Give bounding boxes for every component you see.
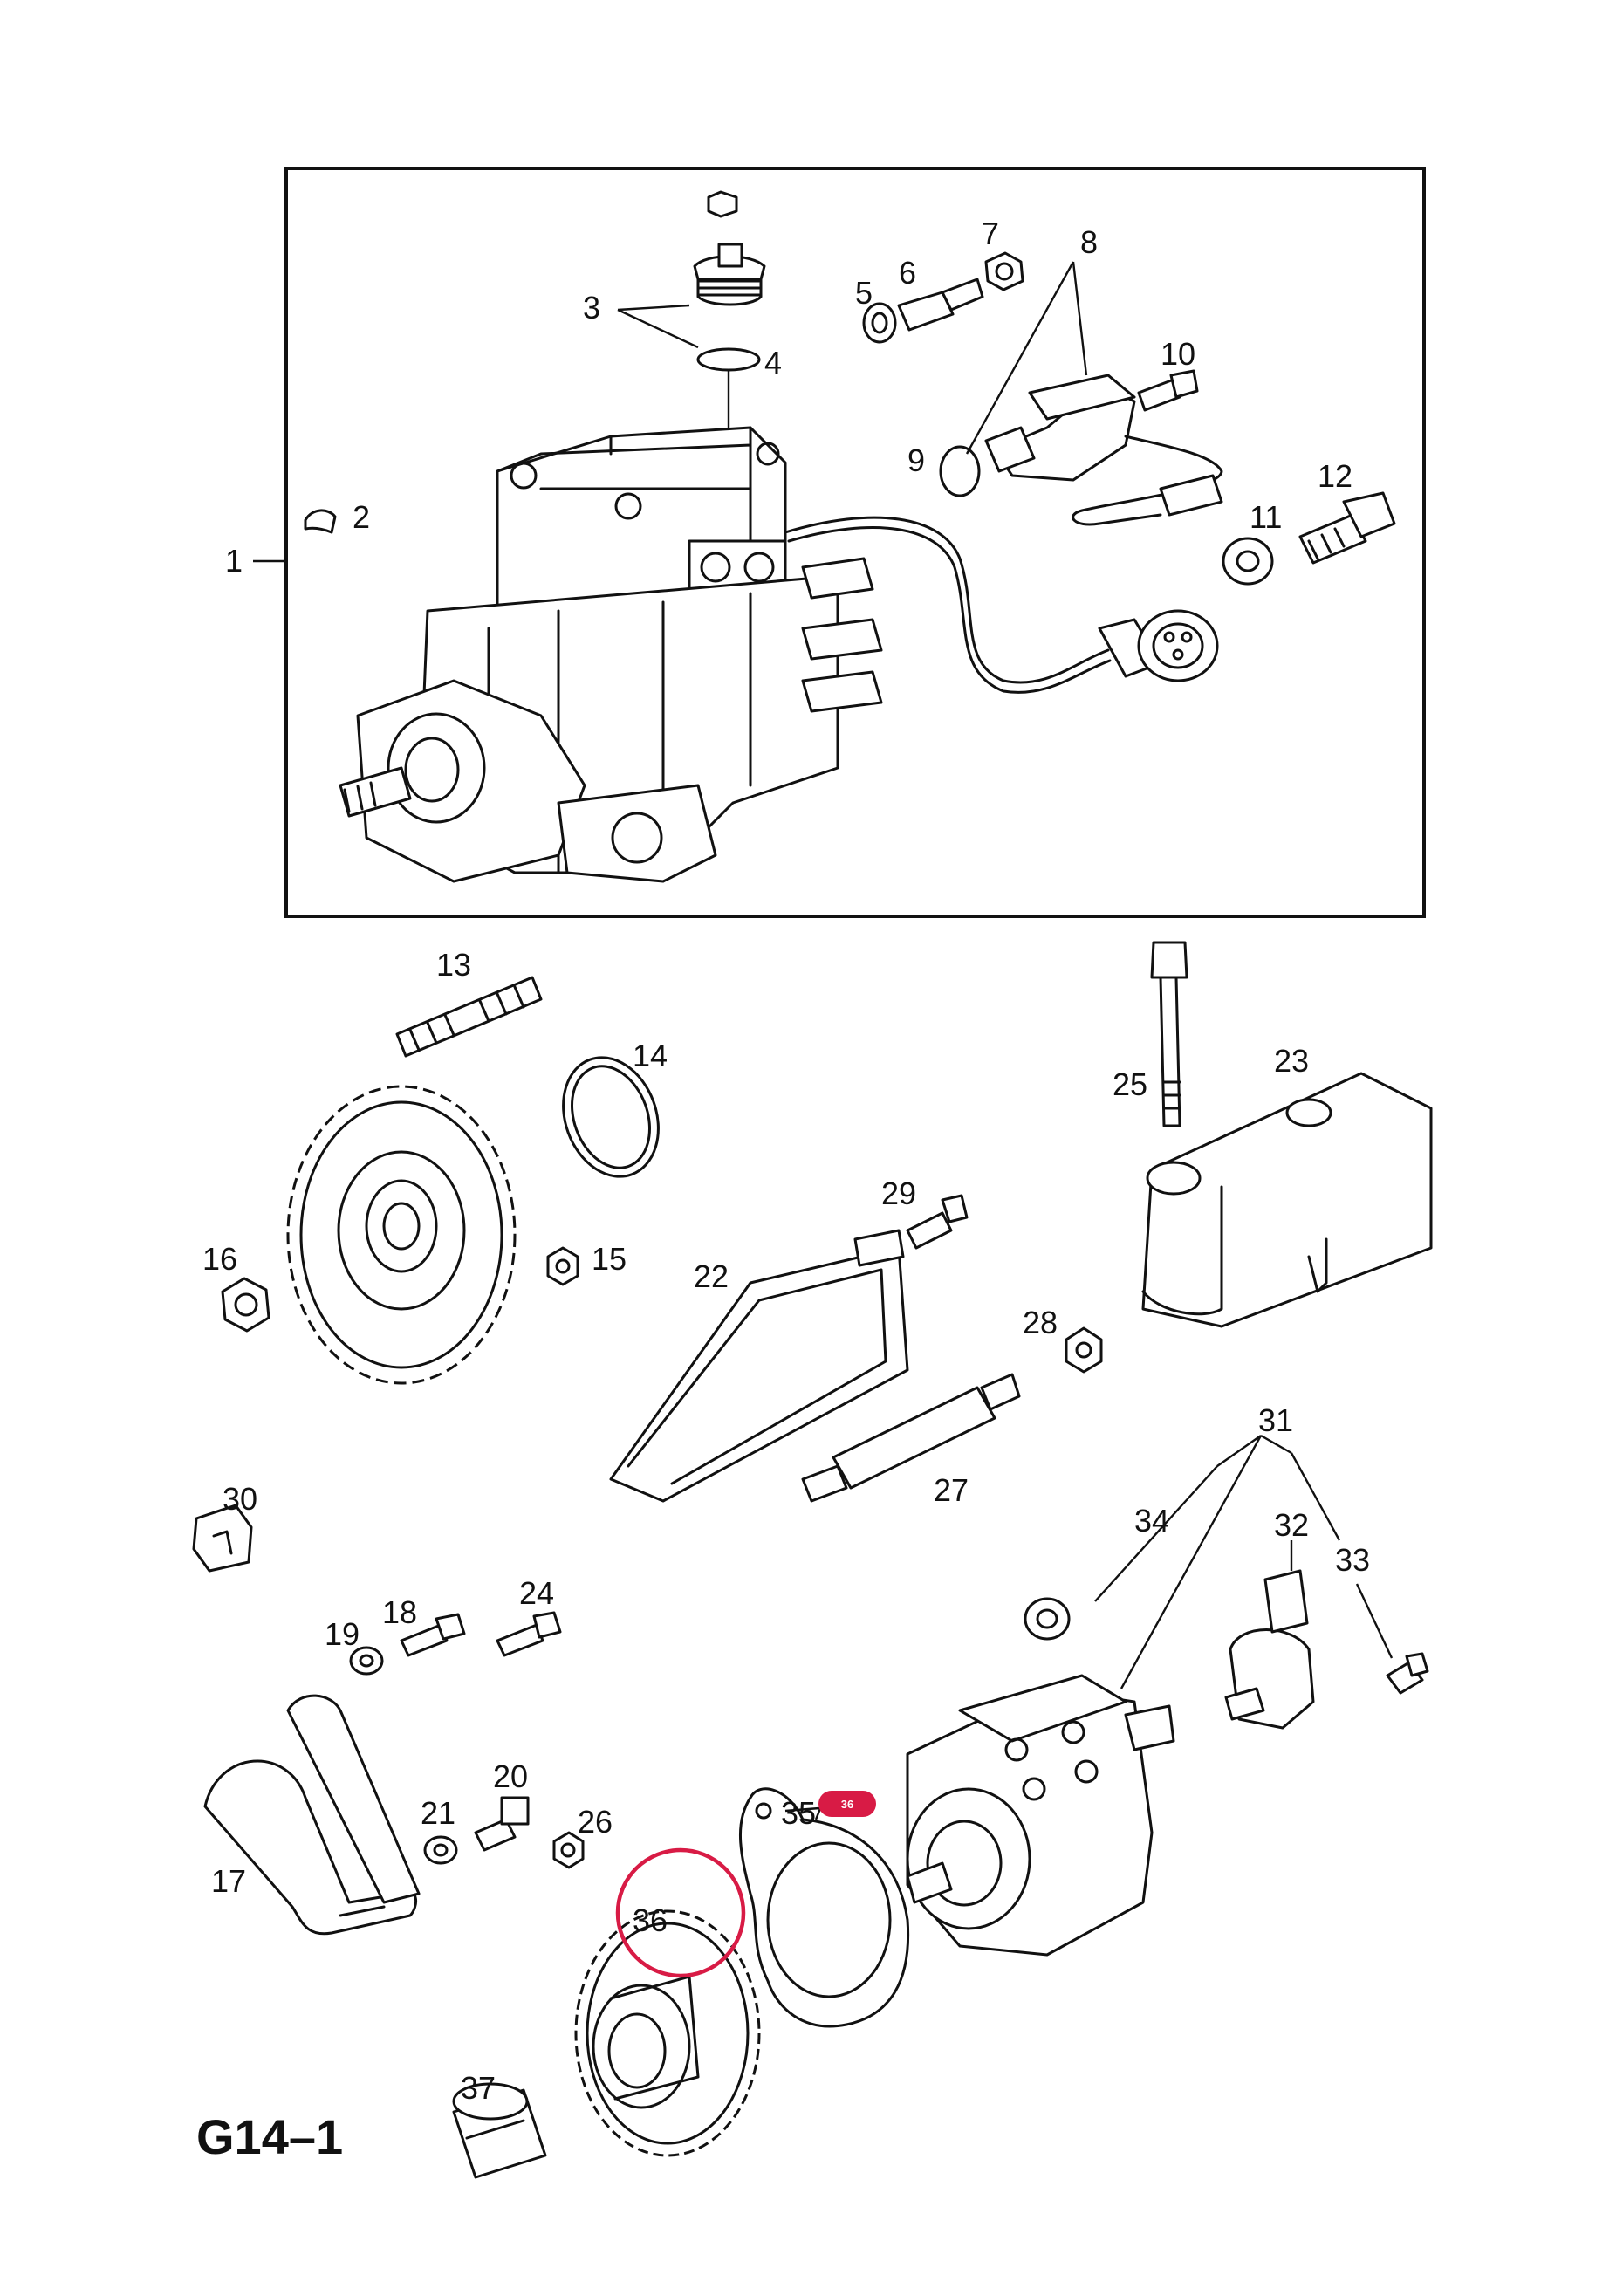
o-ring — [562, 1056, 660, 1178]
callout-12: 12 — [1318, 458, 1352, 494]
callout-7: 7 — [982, 216, 999, 251]
solenoid-plug — [1159, 474, 1223, 517]
washer — [423, 1835, 458, 1865]
callout-4: 4 — [764, 345, 782, 380]
spacer-stud — [832, 1386, 996, 1490]
high-pressure-pump — [906, 1674, 1175, 1957]
callout-24: 24 — [519, 1575, 554, 1611]
stud — [395, 976, 543, 1058]
nut — [984, 251, 1024, 291]
washer — [349, 1646, 384, 1676]
callout-8: 8 — [1080, 224, 1098, 260]
support-bracket — [609, 1229, 909, 1503]
nut — [552, 1831, 585, 1869]
callout-13: 13 — [436, 947, 471, 983]
callout-32: 32 — [1274, 1507, 1309, 1543]
callout-17: 17 — [211, 1863, 246, 1899]
diagram-code: G14–1 — [196, 2109, 343, 2164]
callout-19: 19 — [325, 1616, 360, 1652]
callout-22: 22 — [694, 1258, 729, 1294]
nut — [546, 1246, 579, 1286]
bolt — [496, 1623, 544, 1657]
assembly-frame — [284, 167, 1426, 918]
callout-20: 20 — [493, 1758, 528, 1794]
mounting-bracket — [1141, 1072, 1433, 1328]
cap-nut — [452, 2082, 547, 2179]
o-ring — [696, 347, 761, 372]
bolt — [474, 1818, 517, 1852]
callout-26: 26 — [578, 1804, 613, 1840]
banjo-bolt — [897, 291, 955, 332]
injection-pump-assembly — [339, 426, 1219, 883]
bolt — [906, 1211, 953, 1250]
callout-23: 23 — [1274, 1043, 1309, 1079]
callout-28: 28 — [1023, 1305, 1058, 1340]
drive-sprocket — [286, 1085, 517, 1385]
callout-14: 14 — [633, 1038, 668, 1073]
highlight-badge-label: 36 — [841, 1798, 853, 1811]
washer — [1024, 1597, 1071, 1641]
callout-29: 29 — [881, 1175, 916, 1211]
callout-34: 34 — [1134, 1503, 1169, 1539]
pressure-sensor — [1224, 1569, 1315, 1730]
callout-21: 21 — [421, 1795, 455, 1831]
callout-5: 5 — [855, 275, 873, 311]
callout-16: 16 — [202, 1241, 237, 1277]
solenoid-valve — [984, 374, 1223, 526]
valve-with-nut — [693, 190, 766, 306]
callout-1: 1 — [225, 543, 243, 579]
callout-36: 36 — [633, 1902, 668, 1938]
callout-37: 37 — [461, 2070, 496, 2106]
long-bolt — [1159, 976, 1181, 1127]
callout-10: 10 — [1161, 336, 1195, 372]
washer — [862, 302, 897, 344]
clip — [192, 1504, 253, 1573]
pump-gear — [574, 1909, 761, 2157]
washer — [1222, 537, 1274, 586]
callout-27: 27 — [934, 1472, 969, 1508]
callout-31: 31 — [1258, 1402, 1293, 1438]
nut — [1065, 1326, 1103, 1374]
callout-9: 9 — [907, 442, 925, 478]
bolt — [1298, 513, 1367, 565]
callout-33: 33 — [1335, 1542, 1370, 1578]
bracket-arm — [203, 1694, 421, 1936]
callout-2: 2 — [353, 499, 370, 535]
bolt — [400, 1623, 449, 1657]
highlight-badge[interactable]: 36 — [818, 1791, 876, 1817]
highlight-ring — [615, 1847, 746, 1978]
callout-25: 25 — [1113, 1066, 1147, 1102]
gasket — [739, 1787, 910, 2028]
seal-ring — [939, 445, 981, 497]
woodruff-key — [304, 509, 337, 534]
callout-18: 18 — [382, 1594, 417, 1630]
callout-15: 15 — [592, 1241, 627, 1277]
callout-11: 11 — [1250, 499, 1282, 535]
callout-35: 35 — [781, 1795, 816, 1831]
nut — [221, 1277, 270, 1333]
callout-6: 6 — [899, 255, 916, 291]
callout-30: 30 — [223, 1481, 257, 1517]
callout-3: 3 — [583, 290, 600, 326]
